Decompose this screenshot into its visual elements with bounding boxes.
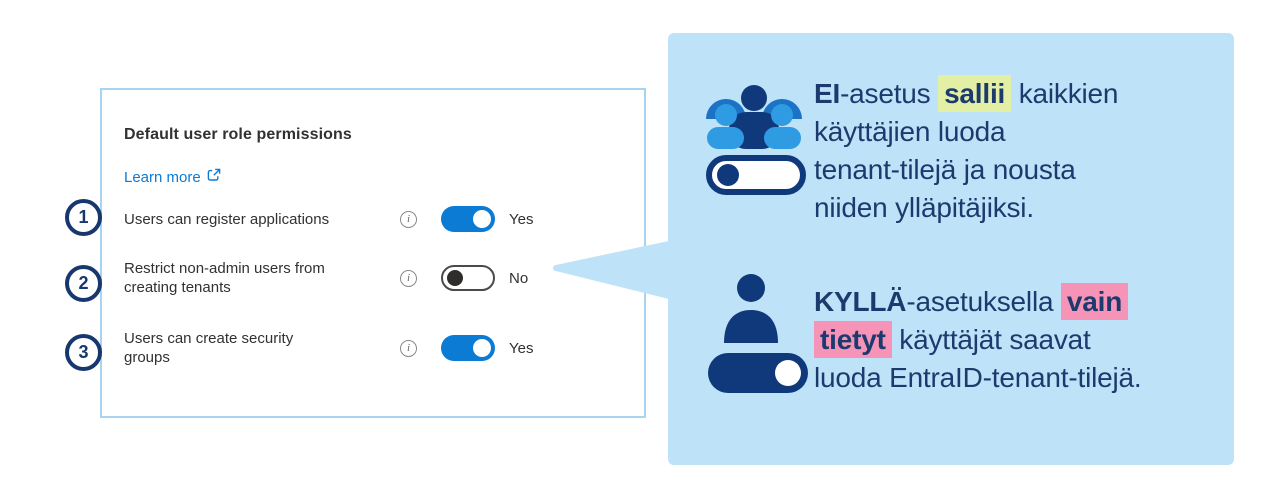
learn-more-label: Learn more <box>124 168 201 186</box>
setting-row-restrict-tenant-creation: Restrict non-admin users from creating t… <box>124 250 528 306</box>
toggle-knob <box>775 360 801 386</box>
toggle-off-icon <box>706 155 806 195</box>
toggle-state-label: Yes <box>509 339 534 357</box>
callout-bubble: EI-asetus sallii kaikkien käyttäjien luo… <box>668 33 1234 465</box>
callout-line: tietyt käyttäjät saavat <box>814 321 1234 359</box>
info-icon[interactable]: i <box>400 269 417 287</box>
setting-row-create-security-groups: Users can create security groups i Yes <box>124 320 533 376</box>
highlight-pink: tietyt <box>814 321 892 358</box>
marker-3: 3 <box>65 334 102 371</box>
toggle-restrict-nonadmin-tenant-creation[interactable] <box>441 265 495 291</box>
toggle-on-icon <box>708 353 808 393</box>
toggle-state-label: No <box>509 269 529 287</box>
info-icon[interactable]: i <box>400 339 417 357</box>
toggle-users-can-register-applications[interactable] <box>441 206 495 232</box>
default-user-role-permissions-panel: Default user role permissions Learn more… <box>100 88 646 418</box>
callout-line: EI-asetus sallii kaikkien <box>814 75 1234 113</box>
toggle-knob <box>447 270 463 286</box>
highlight-pink: vain <box>1060 283 1129 320</box>
learn-more-link[interactable]: Learn more <box>124 168 221 186</box>
panel-title: Default user role permissions <box>124 126 352 143</box>
callout-line: KYLLÄ-asetuksella vain <box>814 283 1234 321</box>
setting-label: Restrict non-admin users from creating t… <box>124 260 325 296</box>
setting-label: Users can create security groups <box>124 330 294 366</box>
callout-line: käyttäjien luoda <box>814 116 1006 147</box>
callout-line: tenant-tilejä ja nousta <box>814 154 1076 185</box>
setting-row-register-applications: Users can register applications i Yes <box>124 194 533 244</box>
speech-bubble-tail <box>552 241 672 304</box>
setting-label: Users can register applications <box>124 210 330 228</box>
person-icon <box>718 273 784 350</box>
callout-line: luoda EntraID-tenant-tilejä. <box>814 362 1142 393</box>
external-link-icon <box>207 168 221 186</box>
toggle-knob <box>473 339 491 357</box>
toggle-knob <box>717 164 739 186</box>
toggle-users-can-create-security-groups[interactable] <box>441 335 495 361</box>
marker-2: 2 <box>65 265 102 302</box>
callout-line: niiden ylläpitäjiksi. <box>814 192 1034 223</box>
callout-text-kylla: KYLLÄ-asetuksella vain tietyt käyttäjät … <box>814 283 1234 397</box>
callout-text-ei: EI-asetus sallii kaikkien käyttäjien luo… <box>814 75 1234 227</box>
toggle-state-label: Yes <box>509 210 534 228</box>
marker-1: 1 <box>65 199 102 236</box>
people-group-icon <box>702 85 806 154</box>
info-icon[interactable]: i <box>400 210 417 228</box>
highlight-green: sallii <box>938 75 1012 112</box>
toggle-knob <box>473 210 491 228</box>
